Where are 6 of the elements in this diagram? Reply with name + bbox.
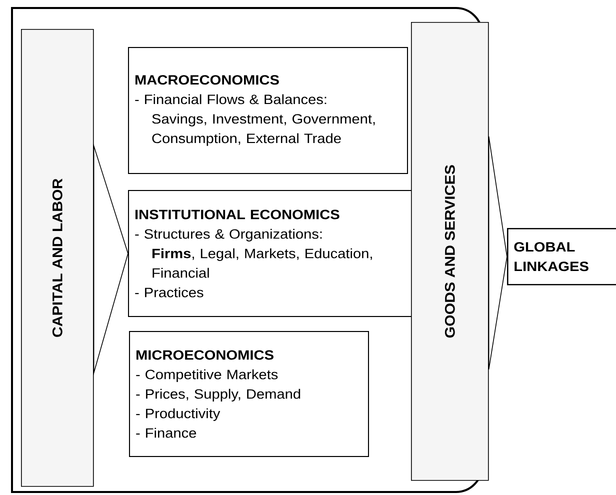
text-box: GLOBAL LINKAGES — [507, 228, 616, 286]
callout-pointer — [488, 136, 508, 370]
text-box: MACROECONOMICS - Financial Flows & Balances: Savings, Investment, Government, Consumption, External Trade — [128, 47, 408, 174]
vertical-band: CAPITAL AND LABOR — [21, 29, 94, 487]
text-box: MICROECONOMICS - Competitive Markets - Prices, Supply, Demand - Productivity - Finance — [129, 330, 369, 457]
vertical-band: GOODS AND SERVICES — [411, 22, 489, 481]
